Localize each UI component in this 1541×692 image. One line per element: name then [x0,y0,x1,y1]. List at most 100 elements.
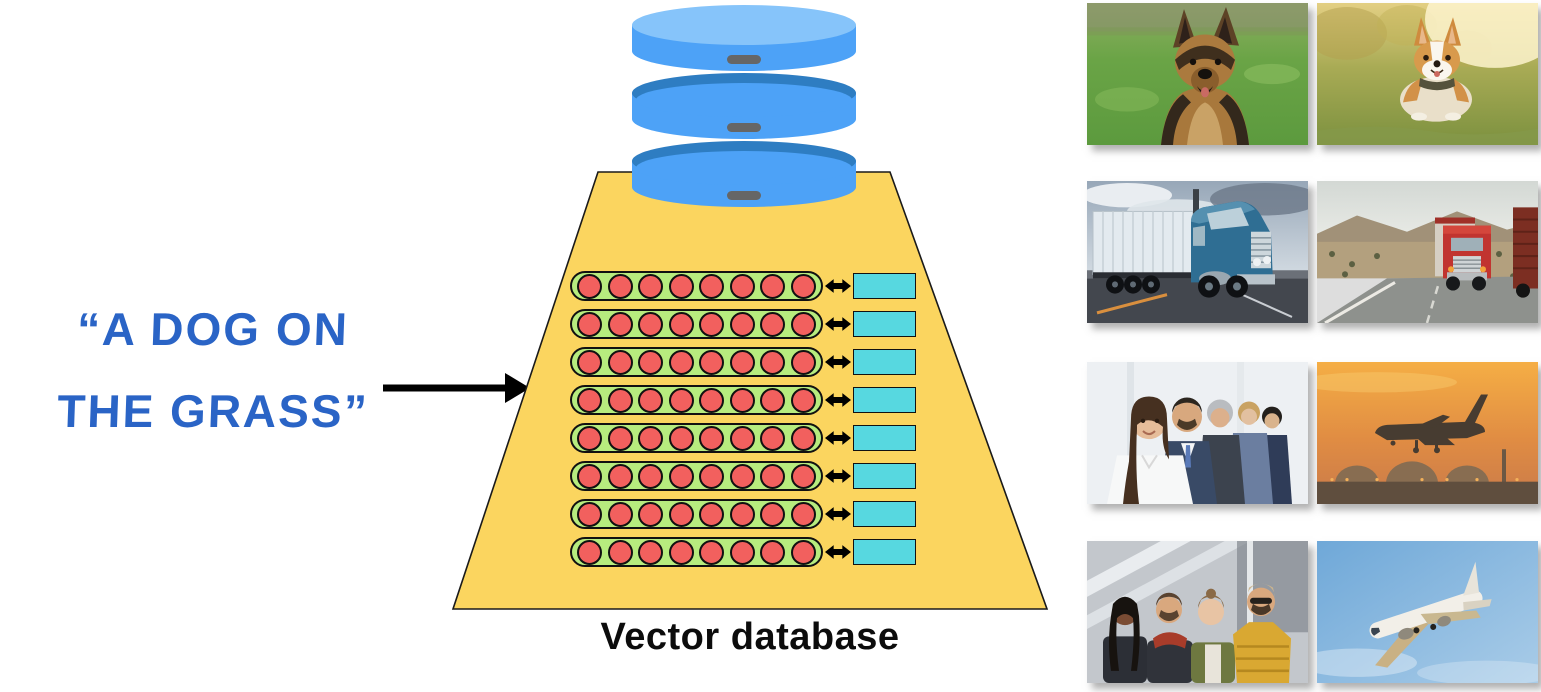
stored-object-box [853,387,916,413]
double-headed-arrow-icon [825,431,851,445]
embedding-vector-pill [570,309,823,339]
vector-dimension-dot [790,311,816,337]
maps-to-arrow [825,316,851,332]
vector-dimension-dot [699,311,725,337]
photo-red-truck [1317,181,1538,323]
truck-shape [1092,189,1275,298]
second-truck-shape [1513,207,1538,298]
vector-dimension-dot [790,539,816,565]
vector-dimension-dot [790,387,816,413]
vector-dimension-dot [760,501,786,527]
maps-to-arrow [825,354,851,370]
vector-row [570,423,922,453]
stored-object-box [853,539,916,565]
vector-dimension-dot [729,463,755,489]
vector-rows [570,271,922,575]
blue-truck-illustration [1087,181,1308,323]
vector-dimension-dot [760,273,786,299]
people-shapes [1103,583,1291,683]
vector-dimension-dot [699,463,725,489]
vector-dimension-dot [699,425,725,451]
maps-to-arrow [825,278,851,294]
maps-to-arrow [825,544,851,560]
blue-sky-airplane-illustration [1317,541,1538,683]
friends-group-illustration [1087,541,1308,683]
vector-row [570,309,922,339]
vector-dimension-dot [638,425,664,451]
vector-dimension-dot [668,425,694,451]
maps-to-arrow [825,506,851,522]
vector-dimension-dot [729,539,755,565]
query-text: “A DOG ON THE GRASS” [8,303,418,437]
vector-dimension-dot [760,349,786,375]
vector-database-label: Vector database [600,616,900,658]
photo-blue-truck [1087,181,1308,323]
right-arrow-icon [383,373,530,403]
double-headed-arrow-icon [825,507,851,521]
vector-dimension-dot [607,349,633,375]
photo-sunset-airplane [1317,362,1538,504]
embedding-vector-pill [570,385,823,415]
double-headed-arrow-icon [825,393,851,407]
disk-slot-mark [727,123,761,132]
embedding-vector-pill [570,461,823,491]
vector-dimension-dot [577,311,602,337]
vector-dimension-dot [668,463,694,489]
vector-dimension-dot [607,273,633,299]
vector-dimension-dot [577,425,602,451]
vector-dimension-dot [638,463,664,489]
airport-silhouette [1317,449,1538,504]
photo-german-shepherd [1087,3,1308,145]
corgi-shape [1400,17,1472,122]
vector-dimension-dot [699,539,725,565]
vector-dimension-dot [729,273,755,299]
query-text-line2: THE GRASS” [56,385,370,437]
stored-object-box [853,349,916,375]
double-headed-arrow-icon [825,469,851,483]
query-text-line1: “A DOG ON [76,303,350,355]
vector-dimension-dot [638,349,664,375]
truck-shape [1435,217,1491,291]
vector-dimension-dot [607,311,633,337]
photo-blue-sky-airplane [1317,541,1538,683]
stored-object-box [853,463,916,489]
maps-to-arrow [825,430,851,446]
vector-row [570,499,922,529]
vector-dimension-dot [760,425,786,451]
vector-dimension-dot [638,387,664,413]
vector-row [570,347,922,377]
vector-dimension-dot [668,311,694,337]
vector-dimension-dot [760,311,786,337]
vector-row [570,271,922,301]
disk-slot-mark [727,191,761,200]
embedding-vector-pill [570,271,823,301]
stored-object-box [853,311,916,337]
double-headed-arrow-icon [825,355,851,369]
red-truck-illustration [1317,181,1538,323]
vector-dimension-dot [729,311,755,337]
vector-dimension-dot [607,539,633,565]
photo-friends-group [1087,541,1308,683]
maps-to-arrow [825,392,851,408]
vector-dimension-dot [760,539,786,565]
business-people-illustration [1087,362,1308,504]
disk-slot-mark [727,55,761,64]
vector-dimension-dot [577,387,602,413]
vector-dimension-dot [790,349,816,375]
double-headed-arrow-icon [825,279,851,293]
vector-dimension-dot [699,387,725,413]
double-headed-arrow-icon [825,317,851,331]
sunset-airplane-illustration [1317,362,1538,504]
vector-dimension-dot [729,501,755,527]
stored-object-box [853,425,916,451]
photo-corgi [1317,3,1538,145]
double-headed-arrow-icon [825,545,851,559]
vector-row [570,537,922,567]
vector-dimension-dot [638,273,664,299]
vector-dimension-dot [607,463,633,489]
vector-dimension-dot [790,425,816,451]
vector-dimension-dot [577,349,602,375]
vector-dimension-dot [668,501,694,527]
vector-dimension-dot [607,425,633,451]
embedding-vector-pill [570,537,823,567]
